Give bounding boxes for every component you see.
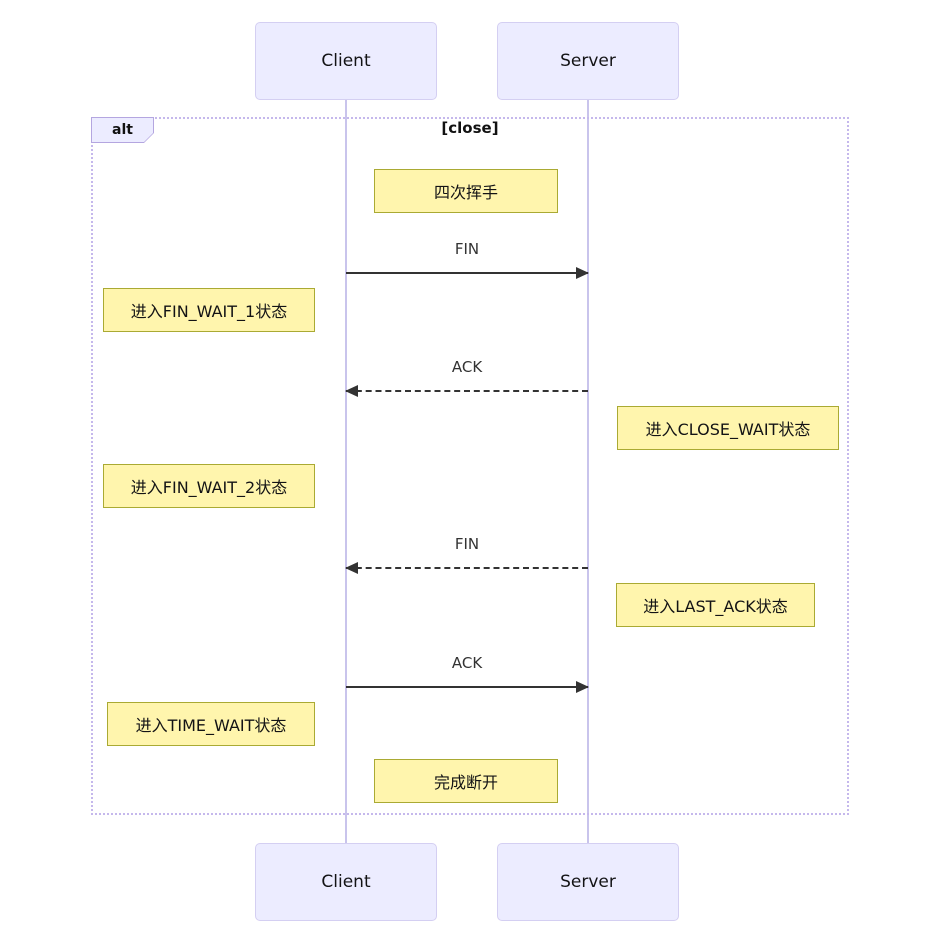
message-arrow-ack-1 bbox=[345, 385, 588, 397]
note-four-way-handshake: 四次挥手 bbox=[374, 169, 558, 213]
arrowhead-left-icon bbox=[345, 385, 358, 397]
actor-server-top: Server bbox=[497, 22, 679, 100]
arrow-line bbox=[346, 567, 588, 569]
note-fin-wait-1: 进入FIN_WAIT_1状态 bbox=[103, 288, 315, 332]
message-arrow-fin-1 bbox=[346, 267, 589, 279]
message-label-fin-2: FIN bbox=[454, 535, 480, 553]
note-close-wait: 进入CLOSE_WAIT状态 bbox=[617, 406, 839, 450]
arrow-line bbox=[346, 390, 588, 392]
message-arrow-ack-2 bbox=[346, 681, 589, 693]
message-label-fin-1: FIN bbox=[454, 240, 480, 258]
note-disconnect-complete: 完成断开 bbox=[374, 759, 558, 803]
note-time-wait: 进入TIME_WAIT状态 bbox=[107, 702, 315, 746]
message-arrow-fin-2 bbox=[345, 562, 588, 574]
message-label-ack-1: ACK bbox=[451, 358, 483, 376]
arrow-line bbox=[346, 686, 588, 688]
actor-server-bottom: Server bbox=[497, 843, 679, 921]
alt-frame-condition: [close] bbox=[441, 119, 499, 137]
arrowhead-right-icon bbox=[576, 267, 589, 279]
message-label-ack-2: ACK bbox=[451, 654, 483, 672]
server-lifeline bbox=[587, 100, 589, 843]
arrowhead-right-icon bbox=[576, 681, 589, 693]
alt-frame-label-text: alt bbox=[92, 118, 153, 142]
actor-client-top: Client bbox=[255, 22, 437, 100]
alt-frame-label: alt bbox=[91, 117, 154, 143]
actor-client-bottom: Client bbox=[255, 843, 437, 921]
note-last-ack: 进入LAST_ACK状态 bbox=[616, 583, 815, 627]
arrowhead-left-icon bbox=[345, 562, 358, 574]
alt-frame bbox=[91, 117, 849, 815]
client-lifeline bbox=[345, 100, 347, 843]
note-fin-wait-2: 进入FIN_WAIT_2状态 bbox=[103, 464, 315, 508]
arrow-line bbox=[346, 272, 588, 274]
